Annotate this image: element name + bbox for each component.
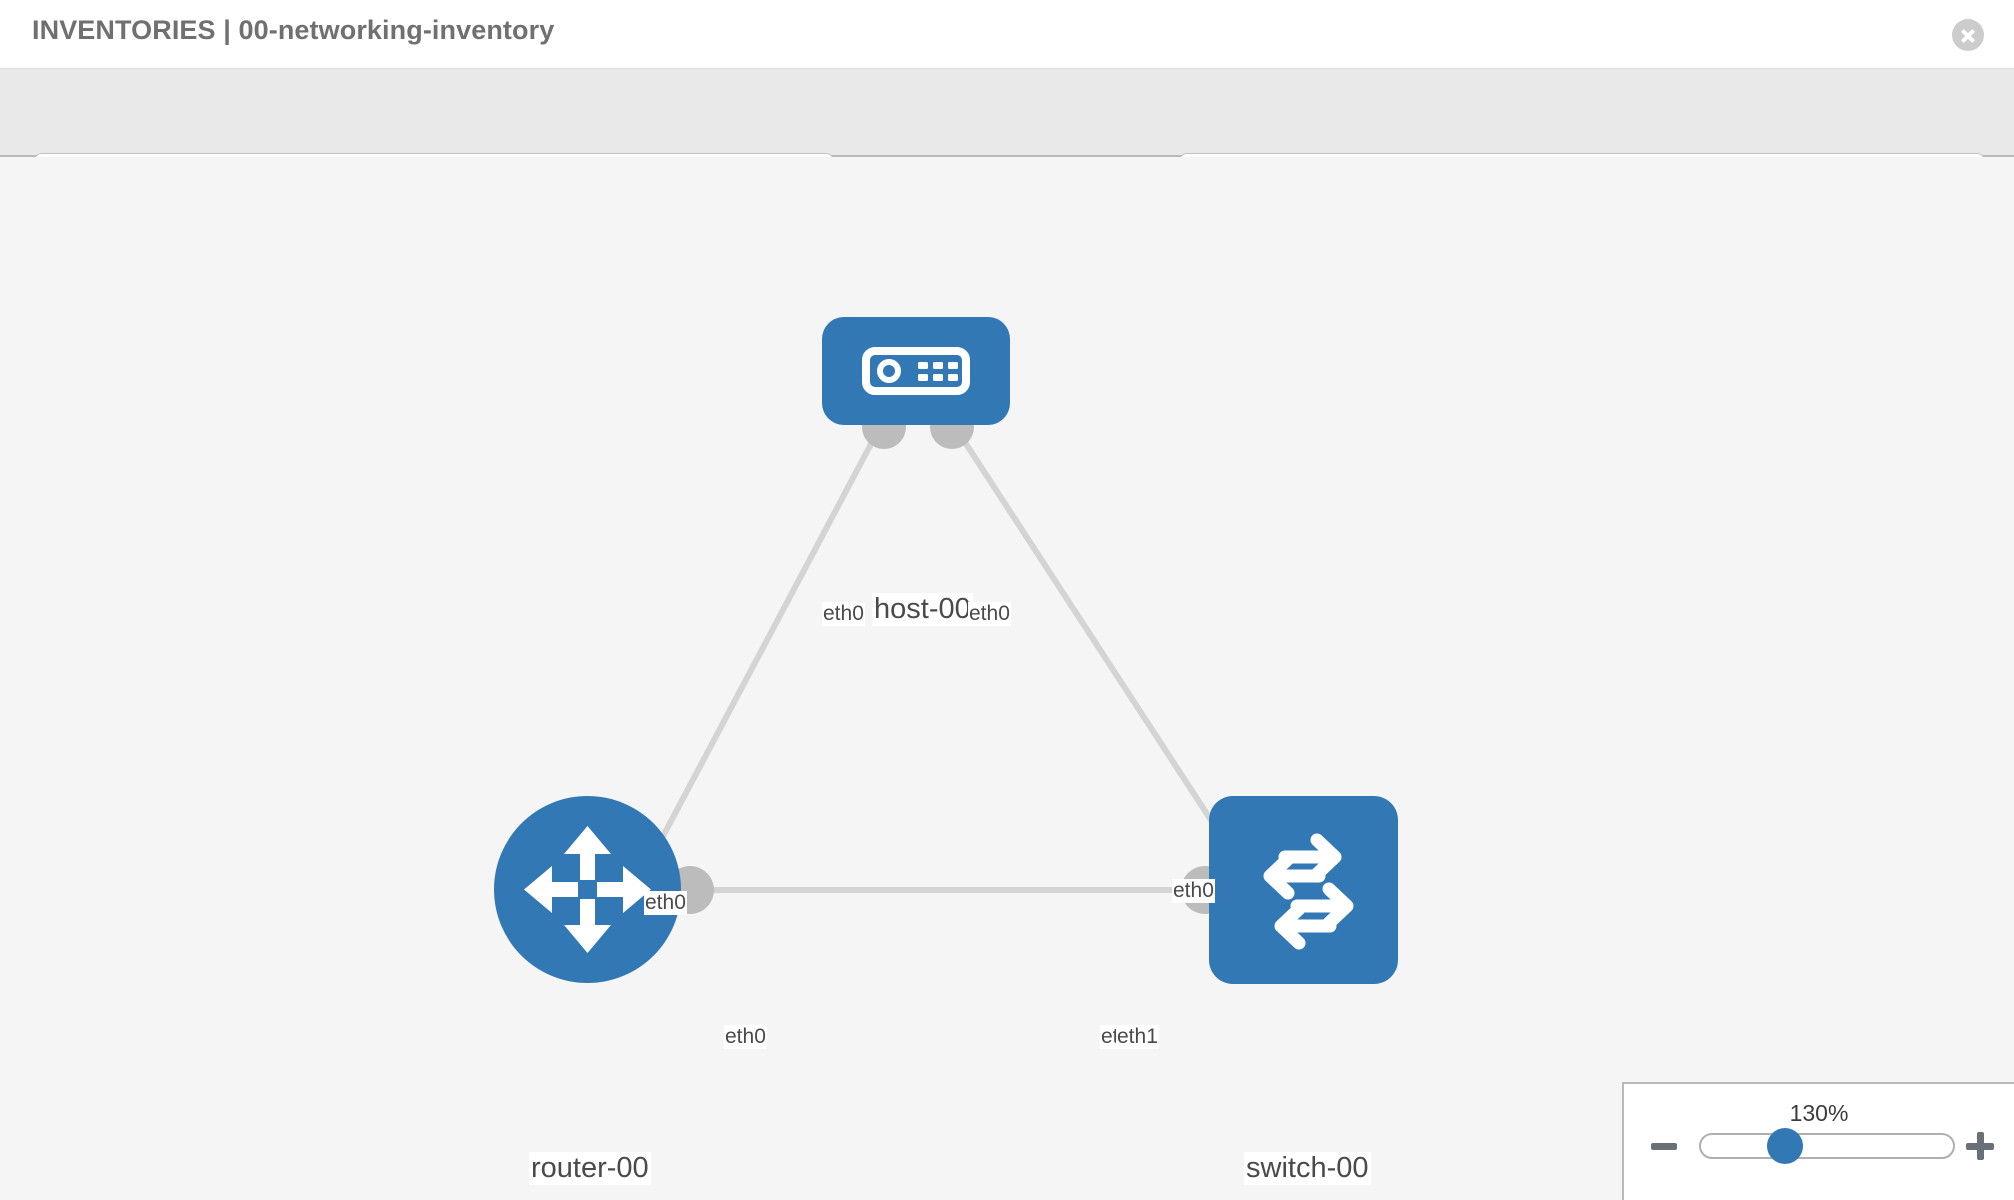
page-title: INVENTORIES | 00-networking-inventory — [32, 15, 555, 45]
zoom-out-button[interactable] — [1651, 1143, 1677, 1150]
page-header: INVENTORIES | 00-networking-inventory — [0, 0, 2014, 68]
link-host-switch — [952, 425, 1238, 859]
node-label-switch-00: switch-00 — [1244, 1152, 1371, 1186]
node-host-00[interactable] — [822, 317, 1010, 425]
router-arrows-icon — [524, 826, 651, 953]
interface-label-host-left: eth0 — [822, 602, 865, 627]
zoom-control-panel: 130% — [1622, 1082, 2014, 1200]
interface-label-switch-uplink: eth0 — [1172, 879, 1215, 904]
node-switch-00[interactable] — [1209, 796, 1398, 984]
zoom-in-button[interactable] — [1966, 1132, 1994, 1160]
switch-arrows-icon — [1263, 833, 1354, 950]
zoom-slider-track[interactable] — [1699, 1133, 1955, 1159]
toolbar: ACTIONS SEARCH — [0, 68, 2014, 209]
interface-label-switch-left-b: eth1 — [1116, 1025, 1159, 1050]
close-icon[interactable] — [1952, 19, 1984, 51]
topology-canvas[interactable]: host-00 router-00 switch-00 eth0 eth0 et… — [0, 157, 2014, 1200]
zoom-level-label: 130% — [1789, 1100, 1849, 1126]
node-router-00[interactable] — [494, 796, 681, 983]
topology-links-layer — [649, 405, 1260, 914]
link-lines — [649, 425, 1238, 893]
zoom-slider-thumb[interactable] — [1767, 1128, 1803, 1164]
node-label-host-00: host-00 — [872, 593, 973, 627]
node-label-router-00: router-00 — [529, 1152, 651, 1186]
link-router-host — [649, 425, 883, 859]
interface-label-host-right: eth0 — [968, 602, 1011, 627]
interface-label-router-uplink: eth0 — [644, 891, 687, 916]
server-icon — [862, 347, 970, 395]
interface-label-router-right: eth0 — [724, 1025, 767, 1050]
